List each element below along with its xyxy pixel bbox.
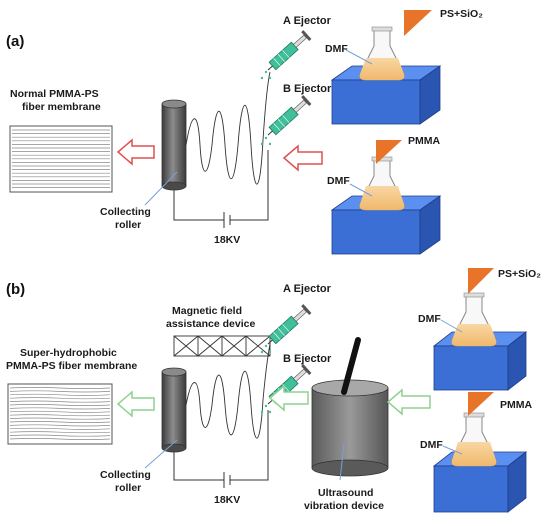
a-ejector-syringe <box>267 30 312 71</box>
flask-a-top-solvent: DMF <box>325 43 348 55</box>
triangle-marker-a-bottom <box>376 140 402 164</box>
pointer-a-top <box>345 49 373 65</box>
ultrasound-label-line2: vibration device <box>304 500 384 512</box>
arrow-green-left-b2 <box>268 384 309 412</box>
panel-a-label: (a) <box>6 33 24 50</box>
ultrasound-pointer <box>339 443 345 481</box>
membrane-fiber-line <box>9 397 111 400</box>
triangle-marker-b-top <box>468 268 494 294</box>
roller-b-label-line1: Collecting <box>100 469 151 481</box>
roller-a-label-line2: roller <box>115 219 141 231</box>
membrane-b <box>7 383 113 445</box>
collecting-roller-a <box>161 99 187 191</box>
membrane-fiber-line <box>9 424 111 427</box>
voltage-a-label: 18KV <box>214 234 240 246</box>
droplets-b <box>260 344 272 414</box>
panel-b: (b) Super-hydrophobic PMMA-PS fiber memb… <box>6 268 541 513</box>
arrow-green-left-b3 <box>386 388 431 416</box>
pointer-b-bottom <box>442 445 463 455</box>
flask-a-top <box>359 26 405 81</box>
membrane-fiber-line <box>9 434 111 437</box>
arrow-red-left-a <box>116 138 155 166</box>
a-ejector-syringe-b <box>267 304 312 345</box>
triangle-marker-a-top <box>404 10 432 36</box>
membrane-fiber-line <box>9 414 111 417</box>
b-ejector-label-b: B Ejector <box>283 353 332 365</box>
magnetic-label-line2: assistance device <box>166 318 255 330</box>
a-ejector-label: A Ejector <box>283 15 332 27</box>
membrane-fiber-line <box>9 417 111 420</box>
membrane-fiber-line <box>9 407 111 410</box>
membrane-b-label-line1: Super-hydrophobic <box>20 347 117 359</box>
membrane-fiber-line <box>9 387 111 389</box>
panel-b-label: (b) <box>6 281 25 298</box>
membrane-fiber-line <box>9 400 111 403</box>
roller-a-pointer <box>144 171 178 206</box>
roller-b-pointer <box>144 439 178 469</box>
panel-a: (a) Normal PMMA-PS fiber membrane Collec… <box>6 8 483 255</box>
flask-a-bottom-label: PMMA <box>408 135 440 147</box>
membrane-fiber-line <box>9 390 111 393</box>
flask-b-top <box>451 292 497 347</box>
flask-a-top-label: PS+SiO₂ <box>440 8 483 20</box>
b-ejector-syringe <box>267 95 312 136</box>
triangle-marker-b-bottom <box>468 392 494 416</box>
flask-a-bottom-solvent: DMF <box>327 175 350 187</box>
droplets-a <box>260 70 272 146</box>
membrane-fiber-line <box>9 404 111 406</box>
a-ejector-label-b: A Ejector <box>283 283 332 295</box>
b-ejector-label: B Ejector <box>283 83 332 95</box>
ultrasound-device <box>311 337 389 477</box>
membrane-fiber-line <box>9 431 111 434</box>
roller-b-label-line2: roller <box>115 482 141 494</box>
membrane-fiber-line <box>9 410 111 413</box>
fiber-jet-b <box>185 343 271 439</box>
flask-a-bottom <box>359 156 405 211</box>
roller-a-label-line1: Collecting <box>100 206 151 218</box>
circuit-a <box>173 150 269 228</box>
pointer-b-top <box>440 319 463 333</box>
flask-b-bottom <box>451 412 497 467</box>
flask-b-top-label: PS+SiO₂ <box>498 268 541 280</box>
fiber-jet-a <box>185 71 271 185</box>
flask-b-bottom-solvent: DMF <box>420 439 443 451</box>
membrane-fiber-line <box>9 393 111 396</box>
collecting-roller-b <box>161 367 187 453</box>
arrow-green-left-b <box>116 390 155 418</box>
flask-b-top-solvent: DMF <box>418 313 441 325</box>
ultrasound-label-line1: Ultrasound <box>318 487 373 499</box>
circuit-b <box>173 410 269 488</box>
arrow-red-left-a2 <box>282 144 323 172</box>
membrane-fiber-line <box>9 427 111 430</box>
membrane-b-label-line2: PMMA-PS fiber membrane <box>6 360 137 372</box>
magnetic-field-device <box>173 335 271 357</box>
membrane-a <box>9 125 113 193</box>
membrane-a-label-line2: fiber membrane <box>22 101 101 113</box>
membrane-a-label-line1: Normal PMMA-PS <box>10 88 99 100</box>
membrane-fiber-line <box>9 421 111 423</box>
magnetic-label-line1: Magnetic field <box>172 305 242 317</box>
pointer-a-bottom <box>349 183 373 197</box>
membrane-fiber-line <box>9 438 111 440</box>
voltage-b-label: 18KV <box>214 494 240 506</box>
stirrer-box-a-top <box>330 65 442 125</box>
flask-b-bottom-label: PMMA <box>500 399 532 411</box>
